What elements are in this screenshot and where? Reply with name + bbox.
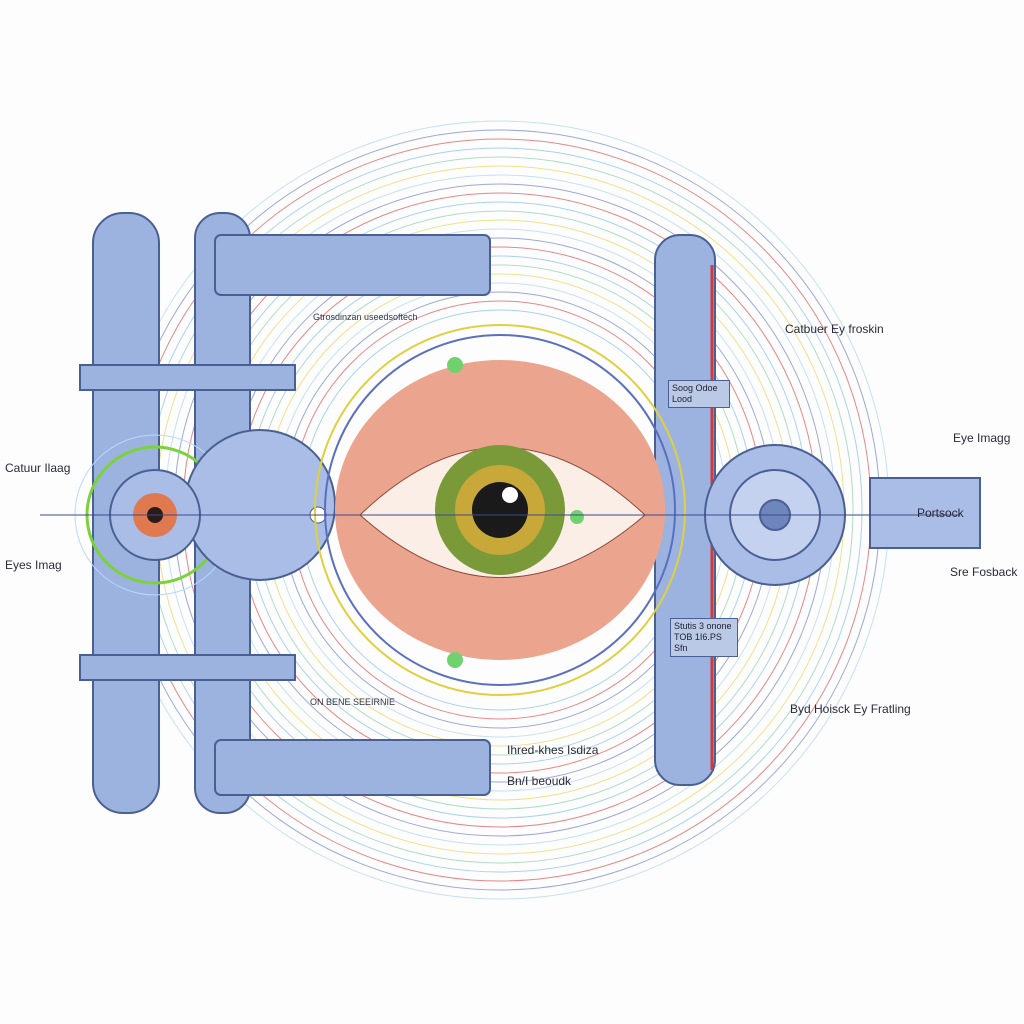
eye — [40, 324, 960, 696]
label-left-bottom: Eyes Imag — [5, 558, 62, 572]
label-bottom-1: Ihred-khes Isdiza — [507, 743, 599, 757]
panel-lower: Stutis 3 onone TOB 1I6.PS Sfn — [670, 618, 738, 657]
label-left-top: Catuur Ilaag — [5, 461, 71, 475]
label-right-box: Portsock — [917, 506, 964, 520]
label-right-bottom: Byd Hoisck Ey Fratling — [790, 702, 911, 716]
panel-upper: Soog Odoe Lood — [668, 380, 730, 408]
label-eye-image: Eye Imagg — [953, 431, 1011, 445]
label-bottom-2: Bn/I beoudk — [507, 774, 572, 788]
label-right-top: Catbuer Ey froskin — [785, 322, 884, 336]
caption-bottom: ON BENE SEEIRNIE — [310, 697, 396, 707]
caption-top: Gtrosdinzan useedsoftech — [313, 312, 418, 322]
left-lens — [74, 429, 336, 596]
label-feedback: Sre Fosback — [950, 565, 1018, 579]
